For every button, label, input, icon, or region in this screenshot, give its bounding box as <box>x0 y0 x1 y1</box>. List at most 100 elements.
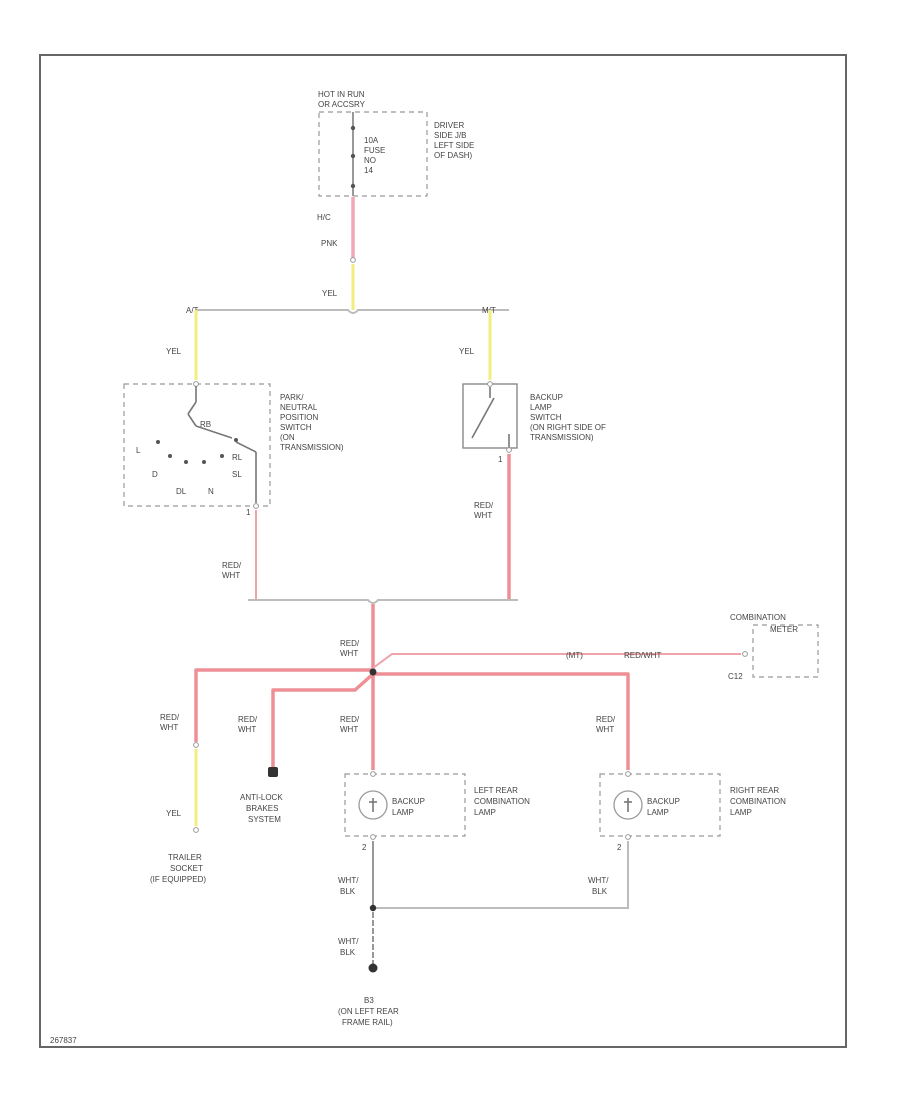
park-neutral-position-switch: RB L D DL N SL RL PARK/ NEUTRAL POSITION… <box>123 381 344 517</box>
ground-label-3: FRAME RAIL) <box>342 1018 393 1027</box>
meter-connector-pin <box>742 651 748 657</box>
pnp-pos-n: N <box>208 487 214 496</box>
ground-label-2: (ON LEFT REAR <box>338 1007 399 1016</box>
pnp-pos-sl: SL <box>232 470 242 479</box>
left-rear-lamp-outline <box>344 773 466 837</box>
wire-redwht-right-rear <box>373 672 630 770</box>
backup-switch-label-5: TRANSMISSION) <box>530 433 594 442</box>
wire-redwht-lrc-label-1: RED/ <box>340 715 360 724</box>
pnp-input-pin <box>193 381 199 387</box>
wire-whtblk-left-label-2: BLK <box>340 887 356 896</box>
pnp-pos-l: L <box>136 446 141 455</box>
wire-redwht-trailer-label-2: WHT <box>160 723 178 732</box>
fuse-contact-top <box>350 125 356 131</box>
fuse-box-location-1: DRIVER <box>434 121 464 130</box>
pnp-contact-dl <box>184 460 188 464</box>
pnp-pos-dl: DL <box>176 487 187 496</box>
connector-pin-fuse <box>350 257 356 263</box>
right-rear-combination-lamp: BACKUP LAMP RIGHT REAR COMBINATION LAMP … <box>599 771 786 852</box>
pnp-label-1: PARK/ <box>280 393 304 402</box>
fuse-box-location-2: SIDE J/B <box>434 131 466 140</box>
pnp-label-5: (ON <box>280 433 295 442</box>
backup-lamp-switch: BACKUP LAMP SWITCH (ON RIGHT SIDE OF TRA… <box>462 381 606 464</box>
wire-redwht-lrc-label-2: WHT <box>340 725 358 734</box>
wire-redwht-rrc-label-1: RED/ <box>596 715 616 724</box>
pnp-label-6: TRANSMISSION) <box>280 443 344 452</box>
trailer-socket-pin <box>193 827 199 833</box>
lower-bus <box>248 599 518 604</box>
wire-redwht-center-label-2: WHT <box>340 649 358 658</box>
pnp-pos-rb: RB <box>200 420 211 429</box>
left-rear-label-2: COMBINATION <box>474 797 530 806</box>
right-backup-lamp-label-1: BACKUP <box>647 797 680 806</box>
pnp-label-2: NEUTRAL <box>280 403 318 412</box>
combination-meter-label-2: METER <box>770 625 798 634</box>
hot-in-run-label: HOT IN RUN <box>318 90 365 99</box>
fuse-id-label: 14 <box>364 166 373 175</box>
wire-yel-right-label: YEL <box>459 347 475 356</box>
pnp-label-3: POSITION <box>280 413 318 422</box>
wire-redwht-abs <box>271 672 375 768</box>
pnp-output-lead <box>235 441 257 453</box>
left-rear-combination-lamp: BACKUP LAMP LEFT REAR COMBINATION LAMP 2 <box>344 771 530 852</box>
backup-switch-label-1: BACKUP <box>530 393 563 402</box>
backup-switch-arm <box>471 397 495 439</box>
backup-switch-label-2: LAMP <box>530 403 552 412</box>
wire-redwht-meter <box>372 653 741 669</box>
wire-whtblk-ground-label-1: WHT/ <box>338 937 359 946</box>
ground-label-1: B3 <box>364 996 374 1005</box>
right-rear-label-3: LAMP <box>730 808 752 817</box>
pnp-pos-rl: RL <box>232 453 243 462</box>
wire-redwht-trailer-label-1: RED/ <box>160 713 180 722</box>
left-backup-lamp-label-2: LAMP <box>392 808 414 817</box>
right-lamp-input-pin <box>625 771 631 777</box>
pnp-contact-l <box>156 440 160 444</box>
left-rear-label-1: LEFT REAR <box>474 786 518 795</box>
wire-redwht-abs-label-1: RED/ <box>238 715 258 724</box>
ground-splice <box>369 904 377 912</box>
fuse-box-outline <box>318 111 428 197</box>
right-backup-bulb <box>613 790 643 820</box>
wire-whtblk-right-label-1: WHT/ <box>588 876 609 885</box>
right-rear-label-2: COMBINATION <box>730 797 786 806</box>
pnp-contact-n <box>202 460 206 464</box>
pnp-pos-d: D <box>152 470 158 479</box>
right-lamp-pin-number: 2 <box>617 843 622 852</box>
wire-yel-left-label: YEL <box>166 347 182 356</box>
abs-connector-terminal <box>268 767 278 777</box>
fuse-num-label: NO <box>364 156 376 165</box>
fuse-contact-mid <box>350 153 356 159</box>
trailer-connector-pin <box>193 742 199 748</box>
backup-switch-label-4: (ON RIGHT SIDE OF <box>530 423 606 432</box>
meter-connector-label: C12 <box>728 672 743 681</box>
fuse-box-location-3: LEFT SIDE <box>434 141 474 150</box>
at-label: A/T <box>186 306 199 315</box>
wire-redwht-trailer <box>194 668 373 742</box>
fuse-amp-label: 10A <box>364 136 379 145</box>
pnp-lead-to-arm <box>187 413 197 427</box>
left-lamp-pin-number: 2 <box>362 843 367 852</box>
pnp-pin-number: 1 <box>246 508 251 517</box>
left-backup-lamp-label-1: BACKUP <box>392 797 425 806</box>
fuse-box-location-4: OF DASH) <box>434 151 473 160</box>
wire-redwht-rrc-label-2: WHT <box>596 725 614 734</box>
wire-yel-top-label: YEL <box>322 289 338 298</box>
left-rear-label-3: LAMP <box>474 808 496 817</box>
right-backup-lamp-label-2: LAMP <box>647 808 669 817</box>
combination-meter-outline <box>752 624 819 678</box>
combination-meter-label-1: COMBINATION <box>730 613 786 622</box>
pnp-contact-sl <box>220 454 224 458</box>
fuse-junction-box: HOT IN RUN OR ACCSRY 10A FUSE NO 14 DRIV… <box>318 90 474 197</box>
fuse-out-connector-label: H/C <box>317 213 331 222</box>
wire-whtblk-right-label-2: BLK <box>592 887 608 896</box>
wire-redwht-switch-label-2: WHT <box>474 511 492 520</box>
wire-whtblk-ground-label-2: BLK <box>340 948 356 957</box>
wire-yel-trailer-label: YEL <box>166 809 182 818</box>
meter-wire-label-b: RED/WHT <box>624 651 661 660</box>
or-accsry-label: OR ACCSRY <box>318 100 366 109</box>
backup-switch-pin-number: 1 <box>498 455 503 464</box>
top-bus <box>196 309 509 314</box>
meter-wire-label-a: (MT) <box>566 651 583 660</box>
abs-label-3: SYSTEM <box>248 815 281 824</box>
